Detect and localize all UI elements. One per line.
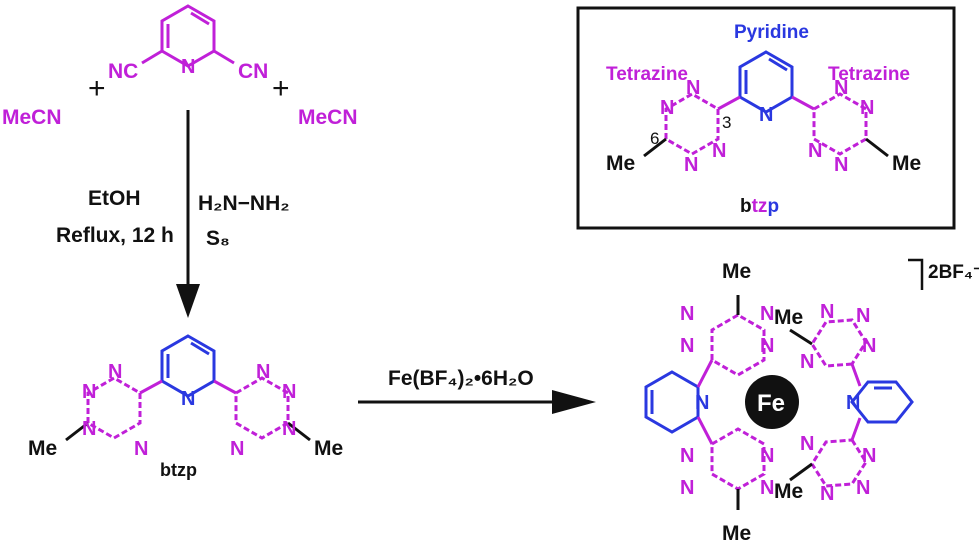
svg-text:N: N (862, 445, 876, 467)
fe-label: Fe (757, 390, 785, 417)
tetrazine-left-label: Tetrazine (606, 64, 688, 85)
svg-text:N: N (856, 477, 870, 499)
svg-text:N: N (680, 335, 694, 357)
svg-text:N: N (760, 335, 774, 357)
svg-text:N: N (834, 77, 848, 99)
btzp-box (576, 6, 956, 230)
svg-text:N: N (760, 445, 774, 467)
svg-text:N: N (862, 335, 876, 357)
svg-text:Me: Me (892, 152, 921, 175)
dicyanopyridine: N NC CN (108, 4, 268, 83)
svg-text:N: N (820, 483, 834, 505)
svg-text:Me: Me (774, 306, 803, 329)
position-3: 3 (722, 113, 731, 132)
plus-right: + (272, 72, 290, 105)
reflux-label: Reflux, 12 h (56, 224, 174, 247)
svg-text:N: N (695, 392, 709, 414)
svg-text:N: N (680, 303, 694, 325)
svg-text:N: N (134, 438, 148, 460)
solvent-label: EtOH (88, 187, 141, 210)
svg-text:N: N (712, 140, 726, 162)
svg-text:N: N (800, 351, 814, 373)
svg-text:Me: Me (722, 522, 751, 545)
svg-text:Me: Me (774, 480, 803, 503)
svg-text:N: N (760, 303, 774, 325)
box-btzp-label: btzp (740, 196, 779, 217)
sulfur-label: S₈ (206, 227, 230, 250)
cn-label: CN (238, 60, 268, 83)
svg-text:N: N (282, 381, 296, 403)
btzp-product: N N N N N Me N N N N Me btzp (28, 334, 343, 480)
svg-text:N: N (82, 381, 96, 403)
position-6: 6 (650, 129, 659, 148)
svg-text:N: N (256, 361, 270, 383)
tetrazine-right-label: Tetrazine (828, 64, 910, 85)
svg-text:N: N (82, 418, 96, 440)
svg-text:N: N (684, 154, 698, 176)
btzp-label: btzp (160, 460, 197, 480)
svg-text:N: N (759, 104, 773, 126)
svg-text:N: N (680, 445, 694, 467)
svg-text:Me: Me (606, 152, 635, 175)
mecn-right: MeCN (298, 106, 358, 129)
svg-text:N: N (860, 97, 874, 119)
svg-text:N: N (680, 477, 694, 499)
svg-text:N: N (181, 388, 195, 410)
svg-text:N: N (846, 392, 860, 414)
svg-text:N: N (808, 140, 822, 162)
svg-text:N: N (760, 477, 774, 499)
svg-text:Me: Me (314, 437, 343, 460)
svg-text:N: N (108, 361, 122, 383)
plus-left: + (88, 72, 106, 105)
svg-text:Me: Me (28, 437, 57, 460)
fe-complex: N N N N N N N N N Me Me Fe N (644, 258, 979, 545)
svg-text:Me: Me (722, 260, 751, 283)
svg-text:N: N (820, 301, 834, 323)
pyridine-label: Pyridine (734, 22, 809, 43)
complex-bracket (908, 258, 924, 290)
svg-text:N: N (660, 97, 674, 119)
svg-text:N: N (834, 154, 848, 176)
fe-reagent-label: Fe(BF₄)₂•6H₂O (388, 367, 534, 390)
mecn-left: MeCN (2, 106, 62, 129)
svg-text:N: N (800, 433, 814, 455)
nc-label: NC (108, 60, 138, 83)
pyridine-n-label: N (181, 56, 195, 78)
svg-text:N: N (230, 438, 244, 460)
btzp-box-structure: N N N N N N N N N 3 6 Me Me btzp (606, 50, 921, 217)
iron-center (745, 375, 799, 429)
svg-text:N: N (856, 305, 870, 327)
counterion-label: 2BF₄⁻ (928, 262, 979, 283)
down-arrowhead (176, 284, 200, 318)
hydrazine-label: H₂N−NH₂ (198, 192, 290, 215)
svg-text:N: N (686, 77, 700, 99)
right-arrowhead (552, 390, 596, 414)
pyridine-ring-top (141, 4, 235, 68)
svg-text:N: N (282, 418, 296, 440)
